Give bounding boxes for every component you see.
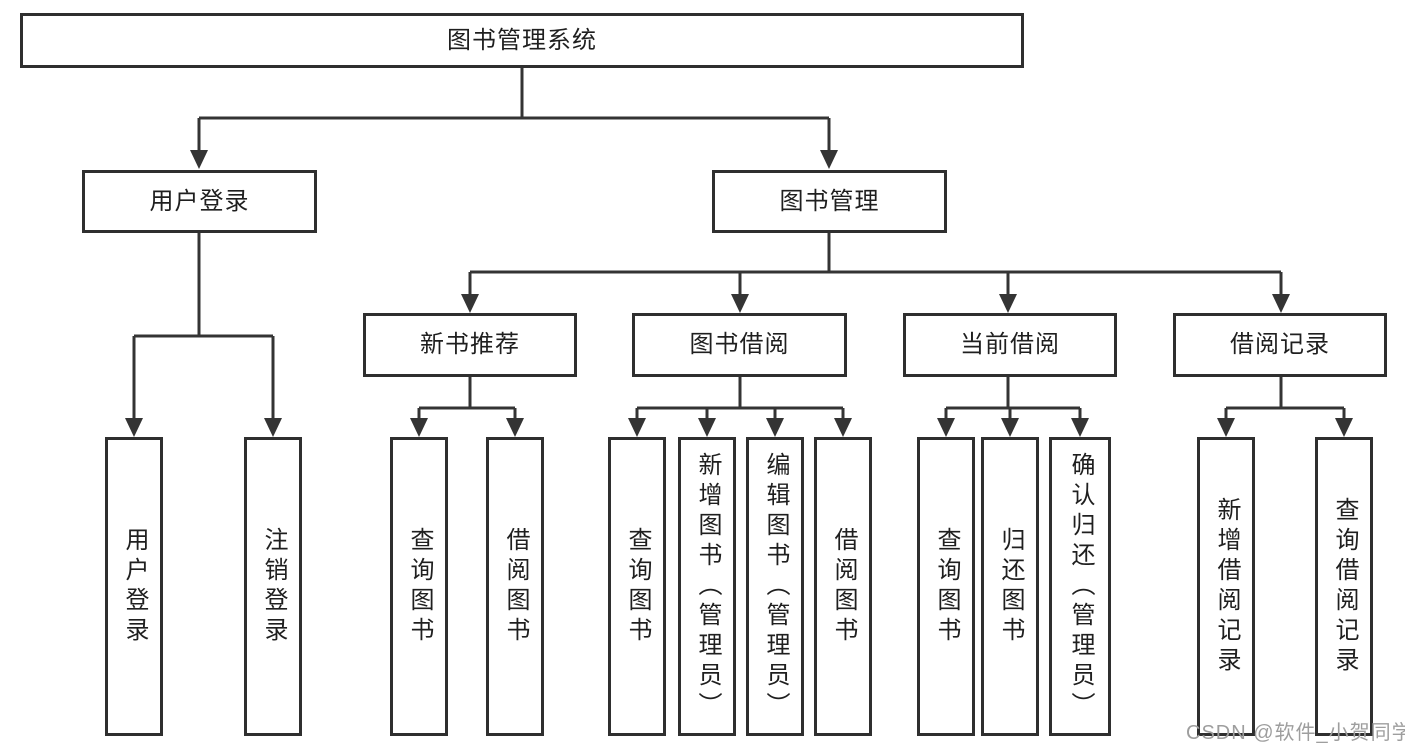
node-book-management: 图书管理 [712, 170, 947, 233]
arrowhead [461, 294, 479, 313]
node-borrow-records: 借阅记录 [1173, 313, 1387, 377]
arrowheads [125, 150, 1353, 437]
leaf-edit-book-admin: 编辑图书（管理员） [746, 437, 804, 736]
arrowhead [1272, 294, 1290, 313]
arrowhead [628, 418, 646, 437]
arrowhead [190, 150, 208, 169]
arrowhead [410, 418, 428, 437]
node-current-borrow: 当前借阅 [903, 313, 1117, 377]
connector-lines [132, 68, 1346, 424]
leaf-borrow-book: 借阅图书 [814, 437, 872, 736]
arrowhead [1071, 418, 1089, 437]
leaf-logout: 注销登录 [244, 437, 302, 736]
arrowhead [999, 294, 1017, 313]
leaf-add-book-admin: 新增图书（管理员） [678, 437, 736, 736]
arrowhead [506, 418, 524, 437]
arrowhead [937, 418, 955, 437]
leaf-query-borrow-record: 查询借阅记录 [1315, 437, 1373, 736]
leaf-query-book: 查询图书 [608, 437, 666, 736]
arrowhead [698, 418, 716, 437]
node-library-management-system: 图书管理系统 [20, 13, 1024, 68]
node-new-book-recommend: 新书推荐 [363, 313, 577, 377]
leaf-query-book-current: 查询图书 [917, 437, 975, 736]
leaf-add-borrow-record: 新增借阅记录 [1197, 437, 1255, 736]
arrowhead [1335, 418, 1353, 437]
arrowhead [834, 418, 852, 437]
arrowhead [766, 418, 784, 437]
leaf-query-book-recommend: 查询图书 [390, 437, 448, 736]
arrowhead [125, 418, 143, 437]
csdn-watermark: CSDN @软件_小贺同学 [1186, 722, 1405, 744]
arrowhead [820, 150, 838, 169]
arrowhead [731, 294, 749, 313]
leaf-confirm-return-admin: 确认归还（管理员） [1049, 437, 1111, 736]
arrowhead [1217, 418, 1235, 437]
leaf-borrow-book-recommend: 借阅图书 [486, 437, 544, 736]
leaf-user-login: 用户登录 [105, 437, 163, 736]
node-user-login: 用户登录 [82, 170, 317, 233]
arrowhead [1001, 418, 1019, 437]
arrowhead [264, 418, 282, 437]
node-book-borrow: 图书借阅 [632, 313, 847, 377]
leaf-return-book: 归还图书 [981, 437, 1039, 736]
